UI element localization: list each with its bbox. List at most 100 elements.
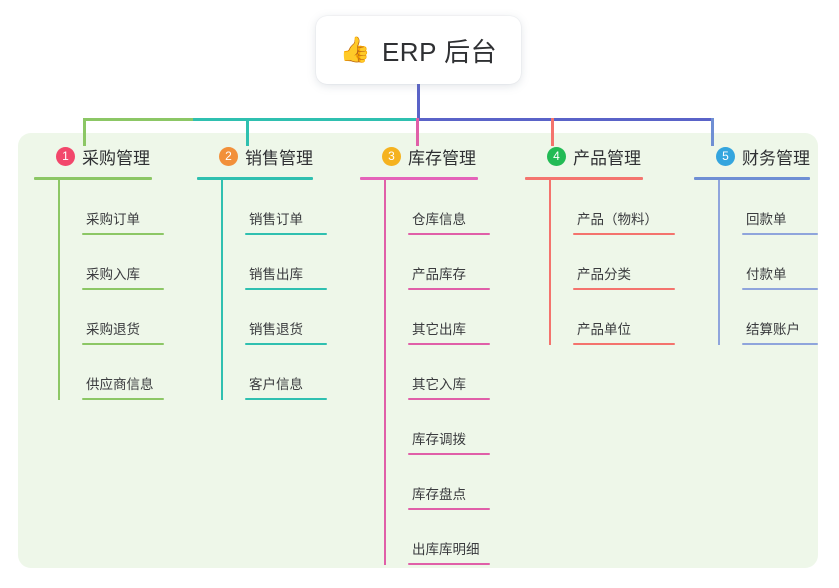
leaf-rule bbox=[245, 398, 327, 400]
column-产品管理: 4 产品管理产品（物料） 产品分类产品单位 bbox=[525, 143, 675, 345]
column-采购管理: 1 采购管理采购订单采购入库采购退货供应商信息 bbox=[34, 143, 164, 400]
leaf-item[interactable]: 付款单 bbox=[718, 235, 818, 290]
column-badge-2: 2 bbox=[219, 146, 238, 166]
column-spine bbox=[549, 180, 551, 345]
leaf-item[interactable]: 其它出库 bbox=[384, 290, 490, 345]
leaf-label: 销售出库 bbox=[249, 267, 303, 282]
diagram-panel-background bbox=[18, 133, 818, 568]
root-node[interactable]: 👍 ERP 后台 bbox=[316, 16, 521, 84]
leaf-rule bbox=[82, 343, 164, 345]
leaf-item[interactable]: 销售退货 bbox=[221, 290, 327, 345]
leaf-rule bbox=[408, 233, 490, 235]
column-title: 产品管理 bbox=[573, 148, 641, 168]
leaf-label: 仓库信息 bbox=[412, 212, 466, 227]
leaf-item[interactable]: 供应商信息 bbox=[58, 345, 164, 400]
leaf-item[interactable]: 出库库明细 bbox=[384, 510, 490, 565]
leaf-label: 销售退货 bbox=[249, 322, 303, 337]
column-badge-4: 4 bbox=[547, 146, 566, 166]
leaf-item[interactable]: 产品（物料） bbox=[549, 180, 675, 235]
drop-1 bbox=[83, 118, 86, 146]
leaf-label: 产品库存 bbox=[412, 267, 466, 282]
leaf-rule bbox=[742, 288, 818, 290]
leaf-rule bbox=[573, 233, 675, 235]
leaf-item[interactable]: 结算账户 bbox=[718, 290, 818, 345]
root-trunk-line bbox=[417, 84, 420, 121]
column-header-产品管理[interactable]: 4 产品管理 bbox=[525, 143, 675, 169]
column-badge-1: 1 bbox=[56, 146, 75, 166]
leaf-label: 产品单位 bbox=[577, 322, 631, 337]
column-rule bbox=[360, 177, 478, 180]
leaf-item[interactable]: 库存盘点 bbox=[384, 455, 490, 510]
leaf-label: 付款单 bbox=[746, 267, 787, 282]
segment-teal bbox=[193, 118, 416, 121]
leaf-rule bbox=[408, 508, 490, 510]
column-spine bbox=[384, 180, 386, 565]
leaf-item[interactable]: 回款单 bbox=[718, 180, 818, 235]
leaf-rule bbox=[82, 288, 164, 290]
leaf-rule bbox=[408, 343, 490, 345]
column-rule bbox=[34, 177, 152, 180]
drop-5 bbox=[711, 118, 714, 146]
leaf-rule bbox=[573, 343, 675, 345]
column-badge-5: 5 bbox=[716, 146, 735, 166]
leaf-item[interactable]: 采购订单 bbox=[58, 180, 164, 235]
column-badge-3: 3 bbox=[382, 146, 401, 166]
leaf-label: 结算账户 bbox=[746, 322, 800, 337]
leaf-label: 采购退货 bbox=[86, 322, 140, 337]
column-title: 采购管理 bbox=[82, 148, 150, 168]
leaf-label: 其它入库 bbox=[412, 377, 466, 392]
leaf-item[interactable]: 其它入库 bbox=[384, 345, 490, 400]
leaf-item[interactable]: 产品库存 bbox=[384, 235, 490, 290]
leaf-label: 回款单 bbox=[746, 212, 787, 227]
leaf-list: 仓库信息产品库存其它出库其它入库库存调拨库存盘点出库库明细 bbox=[360, 180, 490, 565]
column-财务管理: 5 财务管理回款单付款单结算账户 bbox=[694, 143, 818, 345]
leaf-item[interactable]: 销售订单 bbox=[221, 180, 327, 235]
column-spine bbox=[718, 180, 720, 345]
drop-4 bbox=[551, 118, 554, 146]
leaf-rule bbox=[408, 563, 490, 565]
leaf-rule bbox=[245, 233, 327, 235]
column-rule bbox=[197, 177, 313, 180]
leaf-rule bbox=[408, 453, 490, 455]
leaf-item[interactable]: 库存调拨 bbox=[384, 400, 490, 455]
leaf-label: 库存盘点 bbox=[412, 487, 466, 502]
leaf-rule bbox=[245, 343, 327, 345]
leaf-rule bbox=[82, 233, 164, 235]
column-header-财务管理[interactable]: 5 财务管理 bbox=[694, 143, 818, 169]
leaf-list: 采购订单采购入库采购退货供应商信息 bbox=[34, 180, 164, 400]
drop-3 bbox=[416, 118, 419, 146]
leaf-list: 产品（物料） 产品分类产品单位 bbox=[525, 180, 675, 345]
leaf-item[interactable]: 采购入库 bbox=[58, 235, 164, 290]
leaf-list: 回款单付款单结算账户 bbox=[694, 180, 818, 345]
leaf-item[interactable]: 销售出库 bbox=[221, 235, 327, 290]
leaf-list: 销售订单销售出库销售退货客户信息 bbox=[197, 180, 327, 400]
leaf-label: 销售订单 bbox=[249, 212, 303, 227]
column-库存管理: 3 库存管理仓库信息产品库存其它出库其它入库库存调拨库存盘点出库库明细 bbox=[360, 143, 490, 565]
leaf-label: 库存调拨 bbox=[412, 432, 466, 447]
segment-green bbox=[83, 118, 193, 121]
leaf-rule bbox=[742, 343, 818, 345]
leaf-item[interactable]: 仓库信息 bbox=[384, 180, 490, 235]
column-spine bbox=[58, 180, 60, 400]
column-header-采购管理[interactable]: 1 采购管理 bbox=[34, 143, 164, 169]
leaf-item[interactable]: 客户信息 bbox=[221, 345, 327, 400]
column-title: 财务管理 bbox=[742, 148, 810, 168]
leaf-rule bbox=[245, 288, 327, 290]
leaf-label: 出库库明细 bbox=[412, 542, 480, 557]
leaf-rule bbox=[573, 288, 675, 290]
leaf-rule bbox=[742, 233, 818, 235]
leaf-label: 供应商信息 bbox=[86, 377, 154, 392]
leaf-label: 产品（物料） bbox=[577, 212, 658, 227]
leaf-rule bbox=[408, 398, 490, 400]
segment-indigo bbox=[416, 118, 713, 121]
column-rule bbox=[525, 177, 643, 180]
leaf-item[interactable]: 产品单位 bbox=[549, 290, 675, 345]
column-header-库存管理[interactable]: 3 库存管理 bbox=[360, 143, 490, 169]
column-title: 库存管理 bbox=[408, 148, 476, 168]
leaf-item[interactable]: 采购退货 bbox=[58, 290, 164, 345]
leaf-item[interactable]: 产品分类 bbox=[549, 235, 675, 290]
leaf-label: 采购订单 bbox=[86, 212, 140, 227]
